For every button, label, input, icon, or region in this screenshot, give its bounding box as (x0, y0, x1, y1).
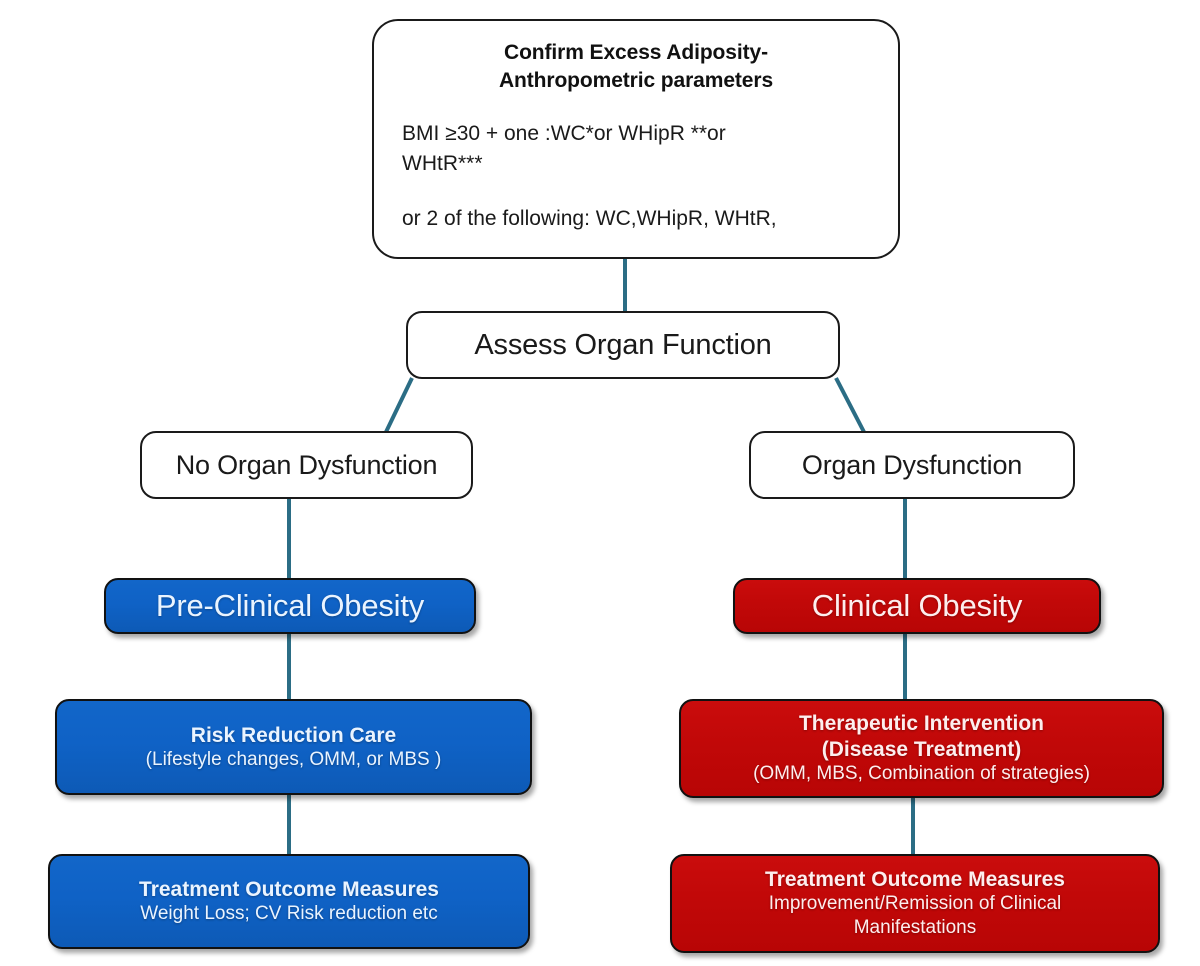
outcome-measures-right-subtitle-line2: Manifestations (853, 917, 977, 939)
node-therapeutic-intervention[interactable]: Therapeutic Intervention (Disease Treatm… (679, 699, 1164, 798)
outcome-measures-left-subtitle: Weight Loss; CV Risk reduction etc (140, 903, 438, 925)
confirm-criteria-line1: BMI ≥30 + one :WC*or WHipR **or (402, 121, 726, 145)
outcome-measures-left-title: Treatment Outcome Measures (139, 878, 439, 902)
confirm-heading-line1: Confirm Excess Adiposity- (504, 41, 768, 64)
node-risk-reduction-care[interactable]: Risk Reduction Care (Lifestyle changes, … (55, 699, 532, 795)
node-organ-dysfunction[interactable]: Organ Dysfunction (749, 431, 1075, 499)
assess-organ-function-label: Assess Organ Function (474, 328, 772, 361)
confirm-criteria-line3: or 2 of the following: WC,WHipR, WHtR, (402, 206, 777, 230)
therapeutic-intervention-title-line2: (Disease Treatment) (821, 737, 1022, 761)
outcome-measures-right-title: Treatment Outcome Measures (765, 868, 1065, 892)
no-organ-dysfunction-label: No Organ Dysfunction (175, 449, 438, 480)
node-pre-clinical-obesity[interactable]: Pre-Clinical Obesity (104, 578, 476, 634)
confirm-spacer-2 (402, 180, 870, 204)
therapeutic-intervention-title-line1: Therapeutic Intervention (798, 712, 1045, 736)
risk-reduction-care-title: Risk Reduction Care (190, 723, 397, 747)
organ-dysfunction-label: Organ Dysfunction (801, 449, 1023, 480)
confirm-heading: Confirm Excess Adiposity- Anthropometric… (499, 39, 773, 95)
confirm-criteria-block: BMI ≥30 + one :WC*or WHipR **or WHtR*** … (374, 119, 898, 234)
node-no-organ-dysfunction[interactable]: No Organ Dysfunction (140, 431, 473, 499)
clinical-obesity-label: Clinical Obesity (811, 588, 1023, 623)
node-assess-organ-function[interactable]: Assess Organ Function (406, 311, 840, 379)
confirm-criteria-line2: WHtR*** (402, 152, 483, 176)
node-confirm-excess-adiposity[interactable]: Confirm Excess Adiposity- Anthropometric… (372, 19, 900, 259)
node-clinical-obesity[interactable]: Clinical Obesity (733, 578, 1101, 634)
connector-assess-to-dysfunction (834, 377, 866, 433)
confirm-heading-line2: Anthropometric parameters (498, 68, 774, 92)
node-outcome-measures-right[interactable]: Treatment Outcome Measures Improvement/R… (670, 854, 1160, 953)
connector-assess-to-no-dysfunction (384, 377, 414, 433)
outcome-measures-right-subtitle-line1: Improvement/Remission of Clinical (768, 893, 1062, 915)
node-outcome-measures-left[interactable]: Treatment Outcome Measures Weight Loss; … (48, 854, 530, 949)
risk-reduction-care-subtitle: (Lifestyle changes, OMM, or MBS ) (145, 748, 442, 770)
therapeutic-intervention-subtitle: (OMM, MBS, Combination of strategies) (753, 762, 1090, 784)
pre-clinical-obesity-label: Pre-Clinical Obesity (155, 588, 425, 623)
